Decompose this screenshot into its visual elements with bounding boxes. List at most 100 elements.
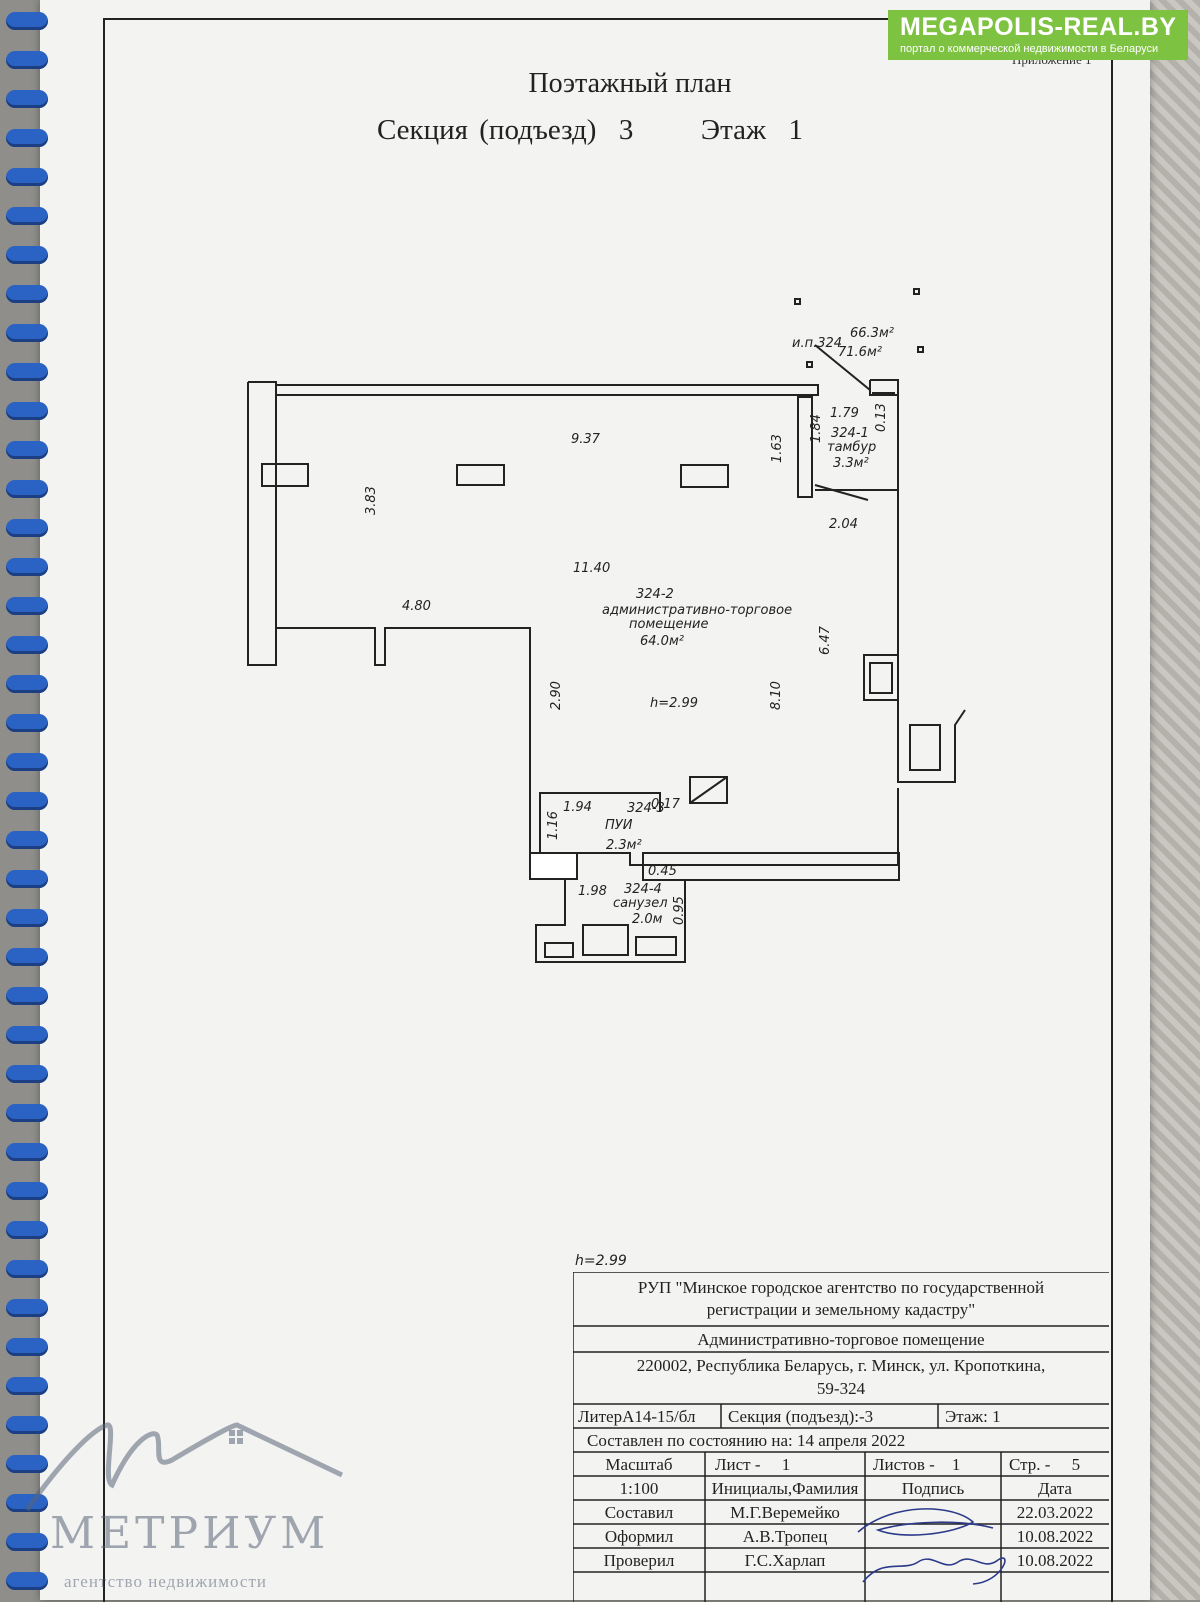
binding-ring (6, 714, 48, 732)
plan-label: 71.6м² (838, 345, 882, 360)
binding-ring (6, 1143, 48, 1161)
stamp-scale-label: Масштаб (605, 1455, 673, 1474)
binding-ring (6, 1416, 48, 1434)
binding-ring (6, 870, 48, 888)
plan-label: санузел (613, 896, 668, 911)
plan-label: 8.10 (769, 681, 784, 710)
binding-ring (6, 168, 48, 186)
binding-ring (6, 1065, 48, 1083)
binding-ring (6, 1182, 48, 1200)
vestibule-wall (797, 396, 813, 498)
binding-ring (6, 12, 48, 30)
plan-wall-bottom (642, 852, 900, 881)
plan-wall-bottom (529, 852, 578, 880)
plan-column (680, 464, 729, 488)
stamp-address-line2: 59-324 (816, 1379, 866, 1398)
stamp-sheets: Листов - 1 (873, 1455, 961, 1474)
stamp-litera: ЛитерА14-15/бл (578, 1407, 696, 1426)
plan-marker (794, 298, 801, 305)
plan-wall (248, 381, 277, 628)
binding-ring (6, 246, 48, 264)
plan-label: 3.83 (364, 486, 379, 515)
plan-label: 1.63 (770, 434, 785, 463)
plan-label: 1.84 (809, 414, 824, 443)
megapolis-badge[interactable]: MEGAPOLIS-REAL.BY портал о коммерческой … (888, 10, 1188, 60)
stamp-col-sign: Подпись (901, 1479, 965, 1498)
plan-wall (869, 380, 898, 396)
stamp-col-initials: Инициалы,Фамилия (711, 1479, 859, 1498)
plan-wall (870, 379, 966, 783)
plan-label: 0.17 (651, 797, 681, 812)
plan-label: ПУИ (605, 818, 633, 833)
plan-wall-top (275, 384, 819, 396)
plan-label: h=2.99 (650, 696, 698, 711)
binding-ring (6, 285, 48, 303)
stamp-org-line2: регистрации и земельному кадастру" (706, 1300, 976, 1319)
stamp-scale-value: 1:100 (619, 1479, 659, 1498)
binding-ring (6, 1377, 48, 1395)
drawing-frame (103, 18, 1113, 1602)
stamp-section: Секция (подъезд):-3 (728, 1407, 874, 1426)
stamp-floor: Этаж: 1 (945, 1407, 1001, 1426)
plan-label: 9.37 (571, 432, 601, 447)
stamp-person: М.Г.Веремейко (730, 1503, 840, 1522)
binding-ring (6, 597, 48, 615)
binding-ring (6, 90, 48, 108)
plan-label: 324-2 (636, 587, 674, 602)
plan-niche (909, 724, 941, 771)
plan-label: 2.90 (549, 681, 564, 710)
stamp-org-line1: РУП "Минское городское агентство по госу… (637, 1278, 1045, 1297)
spiral-binding (0, 0, 50, 1600)
stamp-object: Административно-торговое помещение (697, 1330, 985, 1349)
stamp-sheet: Лист - 1 (715, 1455, 791, 1474)
stamp-person: Г.С.Харлап (744, 1551, 826, 1570)
plan-label: 1.79 (830, 406, 859, 421)
plan-label: 4.80 (402, 599, 431, 614)
page-title: Поэтажный план (528, 68, 732, 99)
binding-ring (6, 1026, 48, 1044)
binding-ring (6, 480, 48, 498)
metrium-watermark: МЕТРИУМ агентство недвижимости (22, 1400, 362, 1600)
stamp-date: 22.03.2022 (1016, 1503, 1094, 1522)
plan-label: 324-4 (624, 882, 662, 897)
plan-label: 2.0м (632, 912, 663, 927)
metrium-logo-icon (24, 1422, 344, 1512)
metrium-name: МЕТРИУМ (50, 1508, 330, 1559)
plan-shaft (689, 776, 728, 804)
plan-marker (913, 288, 920, 295)
document-page (40, 0, 1150, 1600)
title-block-grid (573, 1272, 1109, 1602)
stamp-person: А.В.Тропец (742, 1527, 828, 1546)
plan-marker (806, 361, 813, 368)
binding-ring (6, 1260, 48, 1278)
plan-label: 11.40 (573, 561, 610, 576)
binding-ring (6, 987, 48, 1005)
plan-niche (869, 662, 893, 694)
binding-ring (6, 675, 48, 693)
page-subtitle: Секция (подъезд) 3 Этаж 1 (376, 114, 804, 146)
binding-ring (6, 1533, 48, 1551)
plan-door (814, 484, 869, 501)
plan-label: 6.47 (818, 625, 833, 655)
binding-ring (6, 324, 48, 342)
plan-wall (247, 382, 899, 866)
plan-label: 66.3м² (850, 326, 894, 341)
binding-ring (6, 1299, 48, 1317)
binding-ring (6, 1455, 48, 1473)
plan-label: 2.3м² (606, 838, 642, 853)
plan-label: 64.0м² (640, 634, 684, 649)
plan-label: 0.13 (874, 403, 889, 432)
binding-ring (6, 207, 48, 225)
binding-ring (6, 948, 48, 966)
binding-ring (6, 792, 48, 810)
toilet-fixture (544, 942, 574, 958)
plan-shaft (689, 776, 728, 804)
stamp-role: Оформил (604, 1527, 674, 1546)
binding-ring (6, 1338, 48, 1356)
plan-label: 324-3 (627, 801, 665, 816)
stamp-compiled: Составлен по состоянию на: 14 апреля 202… (587, 1431, 906, 1450)
plan-marker (917, 346, 924, 353)
title-block: РУП "Минское городское агентство по госу… (573, 1272, 1109, 1602)
binding-ring (6, 636, 48, 654)
plan-column (456, 464, 505, 486)
